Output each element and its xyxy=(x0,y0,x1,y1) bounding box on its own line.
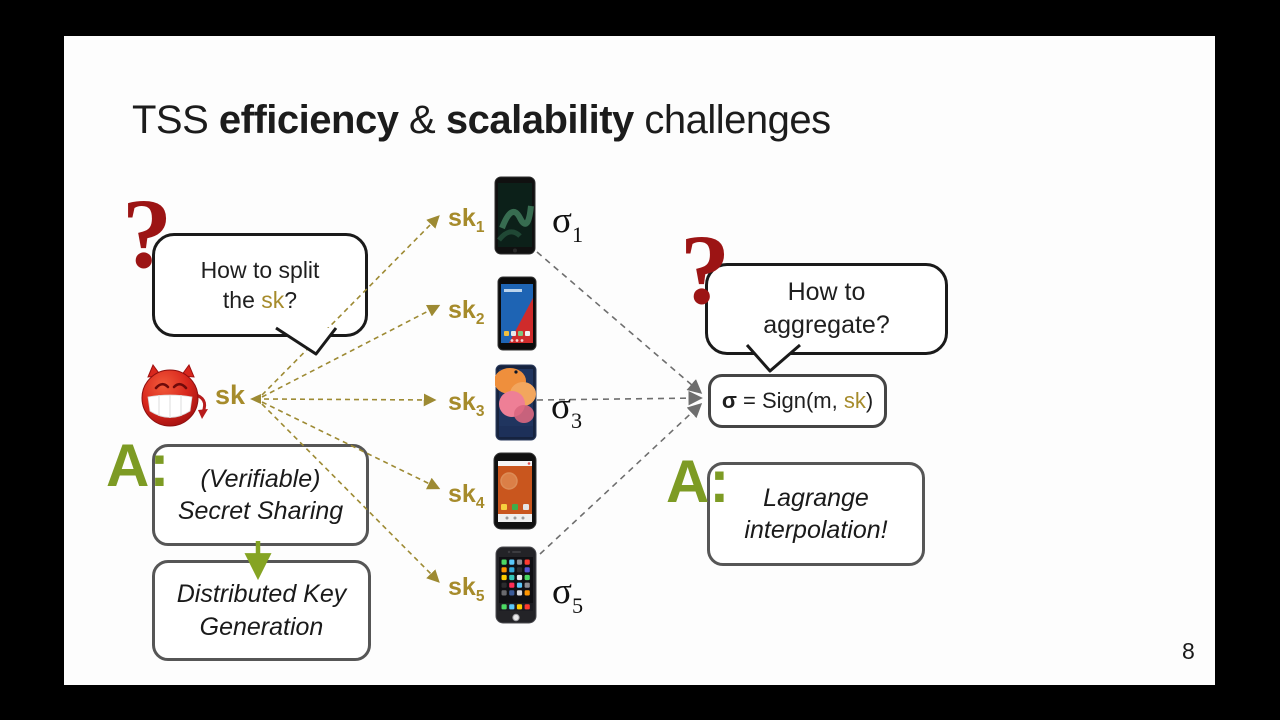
distributed-key-generation-box: Distributed Key Generation xyxy=(152,560,371,661)
phone-3-image xyxy=(495,364,537,441)
title-scalability: scalability xyxy=(445,98,634,142)
signature-equation-box: σ = Sign(m, sk) xyxy=(708,374,887,428)
share-label-sk4: sk4 xyxy=(448,480,485,513)
signature-label-sigma1: σ1 xyxy=(552,200,584,247)
title-amp: & xyxy=(398,98,446,142)
bubble-line: How to split xyxy=(200,256,320,283)
phone-5-image xyxy=(495,546,537,624)
page-number: 8 xyxy=(1182,638,1195,664)
phone-1-image xyxy=(494,176,536,255)
answer-marker-right: A: xyxy=(666,448,730,515)
share-label-sk5: sk5 xyxy=(448,573,485,606)
sk-keyword: sk xyxy=(843,388,866,413)
slide: TSS efficiency & scalability challenges … xyxy=(64,36,1215,685)
lagrange-interpolation-box: Lagrange interpolation! xyxy=(707,462,925,566)
how-to-aggregate-bubble: How to aggregate? xyxy=(705,263,948,355)
slide-title: TSS efficiency & scalability challenges xyxy=(132,98,831,143)
secret-key-label: sk xyxy=(215,380,246,410)
fan-origin-arrowhead xyxy=(250,394,261,404)
share-label-sk3: sk3 xyxy=(448,388,485,421)
phone-2-image xyxy=(497,276,537,351)
answer-marker-left: A: xyxy=(106,432,170,499)
how-to-split-bubble: How to split the sk? xyxy=(152,233,368,337)
devil-emoji-icon xyxy=(141,364,208,427)
question-mark-left-icon: ? xyxy=(122,178,172,289)
sk-keyword: sk xyxy=(261,287,285,313)
phone-4-image xyxy=(493,452,537,530)
bubble-line: aggregate? xyxy=(763,311,890,339)
title-pre: TSS xyxy=(132,98,219,142)
signature-label-sigma3: σ3 xyxy=(551,386,583,433)
question-mark-right-icon: ? xyxy=(680,214,730,325)
verifiable-secret-sharing-box: (Verifiable) Secret Sharing xyxy=(152,444,369,546)
signature-label-sigma5: σ5 xyxy=(552,571,584,618)
share-label-sk2: sk2 xyxy=(448,296,485,329)
share-label-sk1: sk1 xyxy=(448,204,485,237)
sigma-symbol: σ xyxy=(721,388,737,413)
bubble-line: the sk? xyxy=(222,287,298,313)
title-post: challenges xyxy=(633,98,831,142)
title-efficiency: efficiency xyxy=(218,98,399,142)
bubble-line: How to xyxy=(787,278,866,306)
